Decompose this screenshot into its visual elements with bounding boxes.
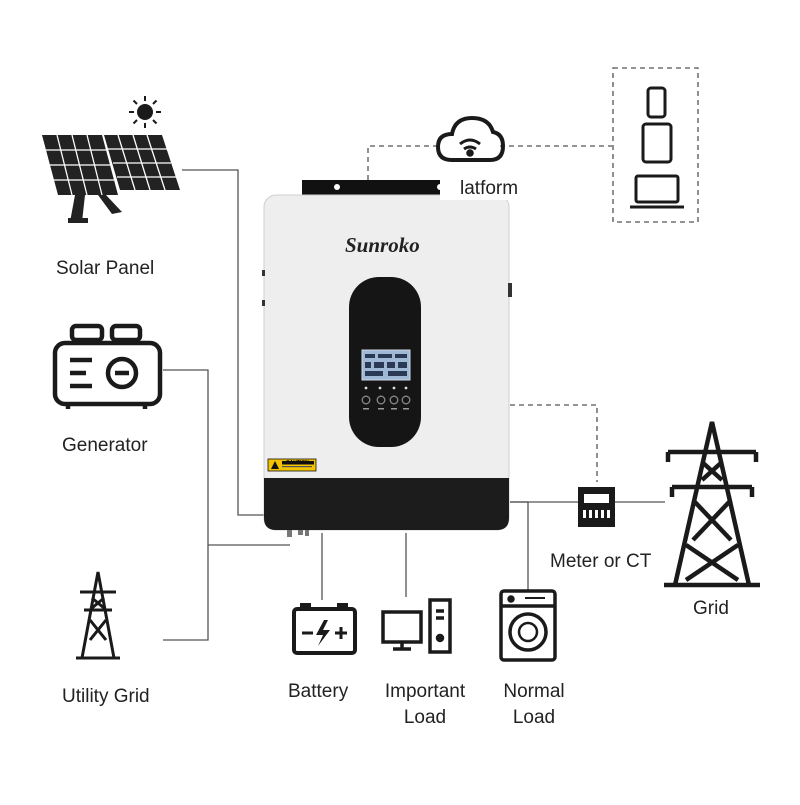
dashed-lines: [367, 67, 699, 482]
battery-label: Battery: [288, 681, 349, 702]
normal-load-connection-line: [510, 501, 529, 590]
grid-label: Grid: [693, 598, 729, 619]
solar-panel-icon: [42, 134, 180, 223]
generator-connection-line: [163, 369, 290, 546]
normal-load-label: Normal Load: [490, 679, 578, 731]
meter-label: Meter or CT: [550, 551, 652, 572]
cloud-dashed-line: [367, 145, 438, 180]
phone-icon: [646, 86, 667, 119]
important-load-label-line1: Important: [384, 681, 466, 702]
normal-load-label-line1: Normal: [503, 681, 565, 702]
utility-grid-label: Utility Grid: [62, 686, 150, 707]
grid-pylon-icon: [664, 421, 760, 588]
cable-connectors: [287, 530, 309, 537]
panel-buttons: [361, 395, 411, 405]
laptop-icon: [630, 174, 684, 209]
devices-dashed-box: [612, 67, 699, 223]
solar-panel-label: Solar Panel: [56, 258, 155, 279]
important-load-label: Important Load: [373, 679, 477, 731]
platform-label: latform: [460, 178, 519, 199]
tablet-icon: [641, 122, 673, 164]
meter-dashed-line: [510, 404, 598, 482]
generator-icon: [52, 323, 163, 409]
utility-pylon-icon: [76, 571, 120, 660]
inverter-brand-logo: Sunroko: [345, 233, 420, 257]
generator-label: Generator: [62, 435, 148, 456]
computer-icon: [381, 598, 452, 654]
solar-connection-line: [182, 169, 264, 516]
meter-icon: [578, 487, 615, 527]
normal-load-label-line2: Load: [512, 707, 556, 728]
sun-icon: [129, 96, 161, 128]
cloud-wifi-icon: [435, 115, 506, 162]
caution-label: [267, 458, 317, 472]
caution-text: CAUTION: [286, 460, 309, 466]
washing-machine-icon: [499, 589, 557, 662]
utility-grid-connection-line: [163, 545, 209, 641]
connection-lines: [163, 169, 665, 641]
important-load-label-line2: Load: [403, 707, 447, 728]
battery-icon: [292, 603, 357, 655]
inverter-base: [264, 478, 509, 530]
